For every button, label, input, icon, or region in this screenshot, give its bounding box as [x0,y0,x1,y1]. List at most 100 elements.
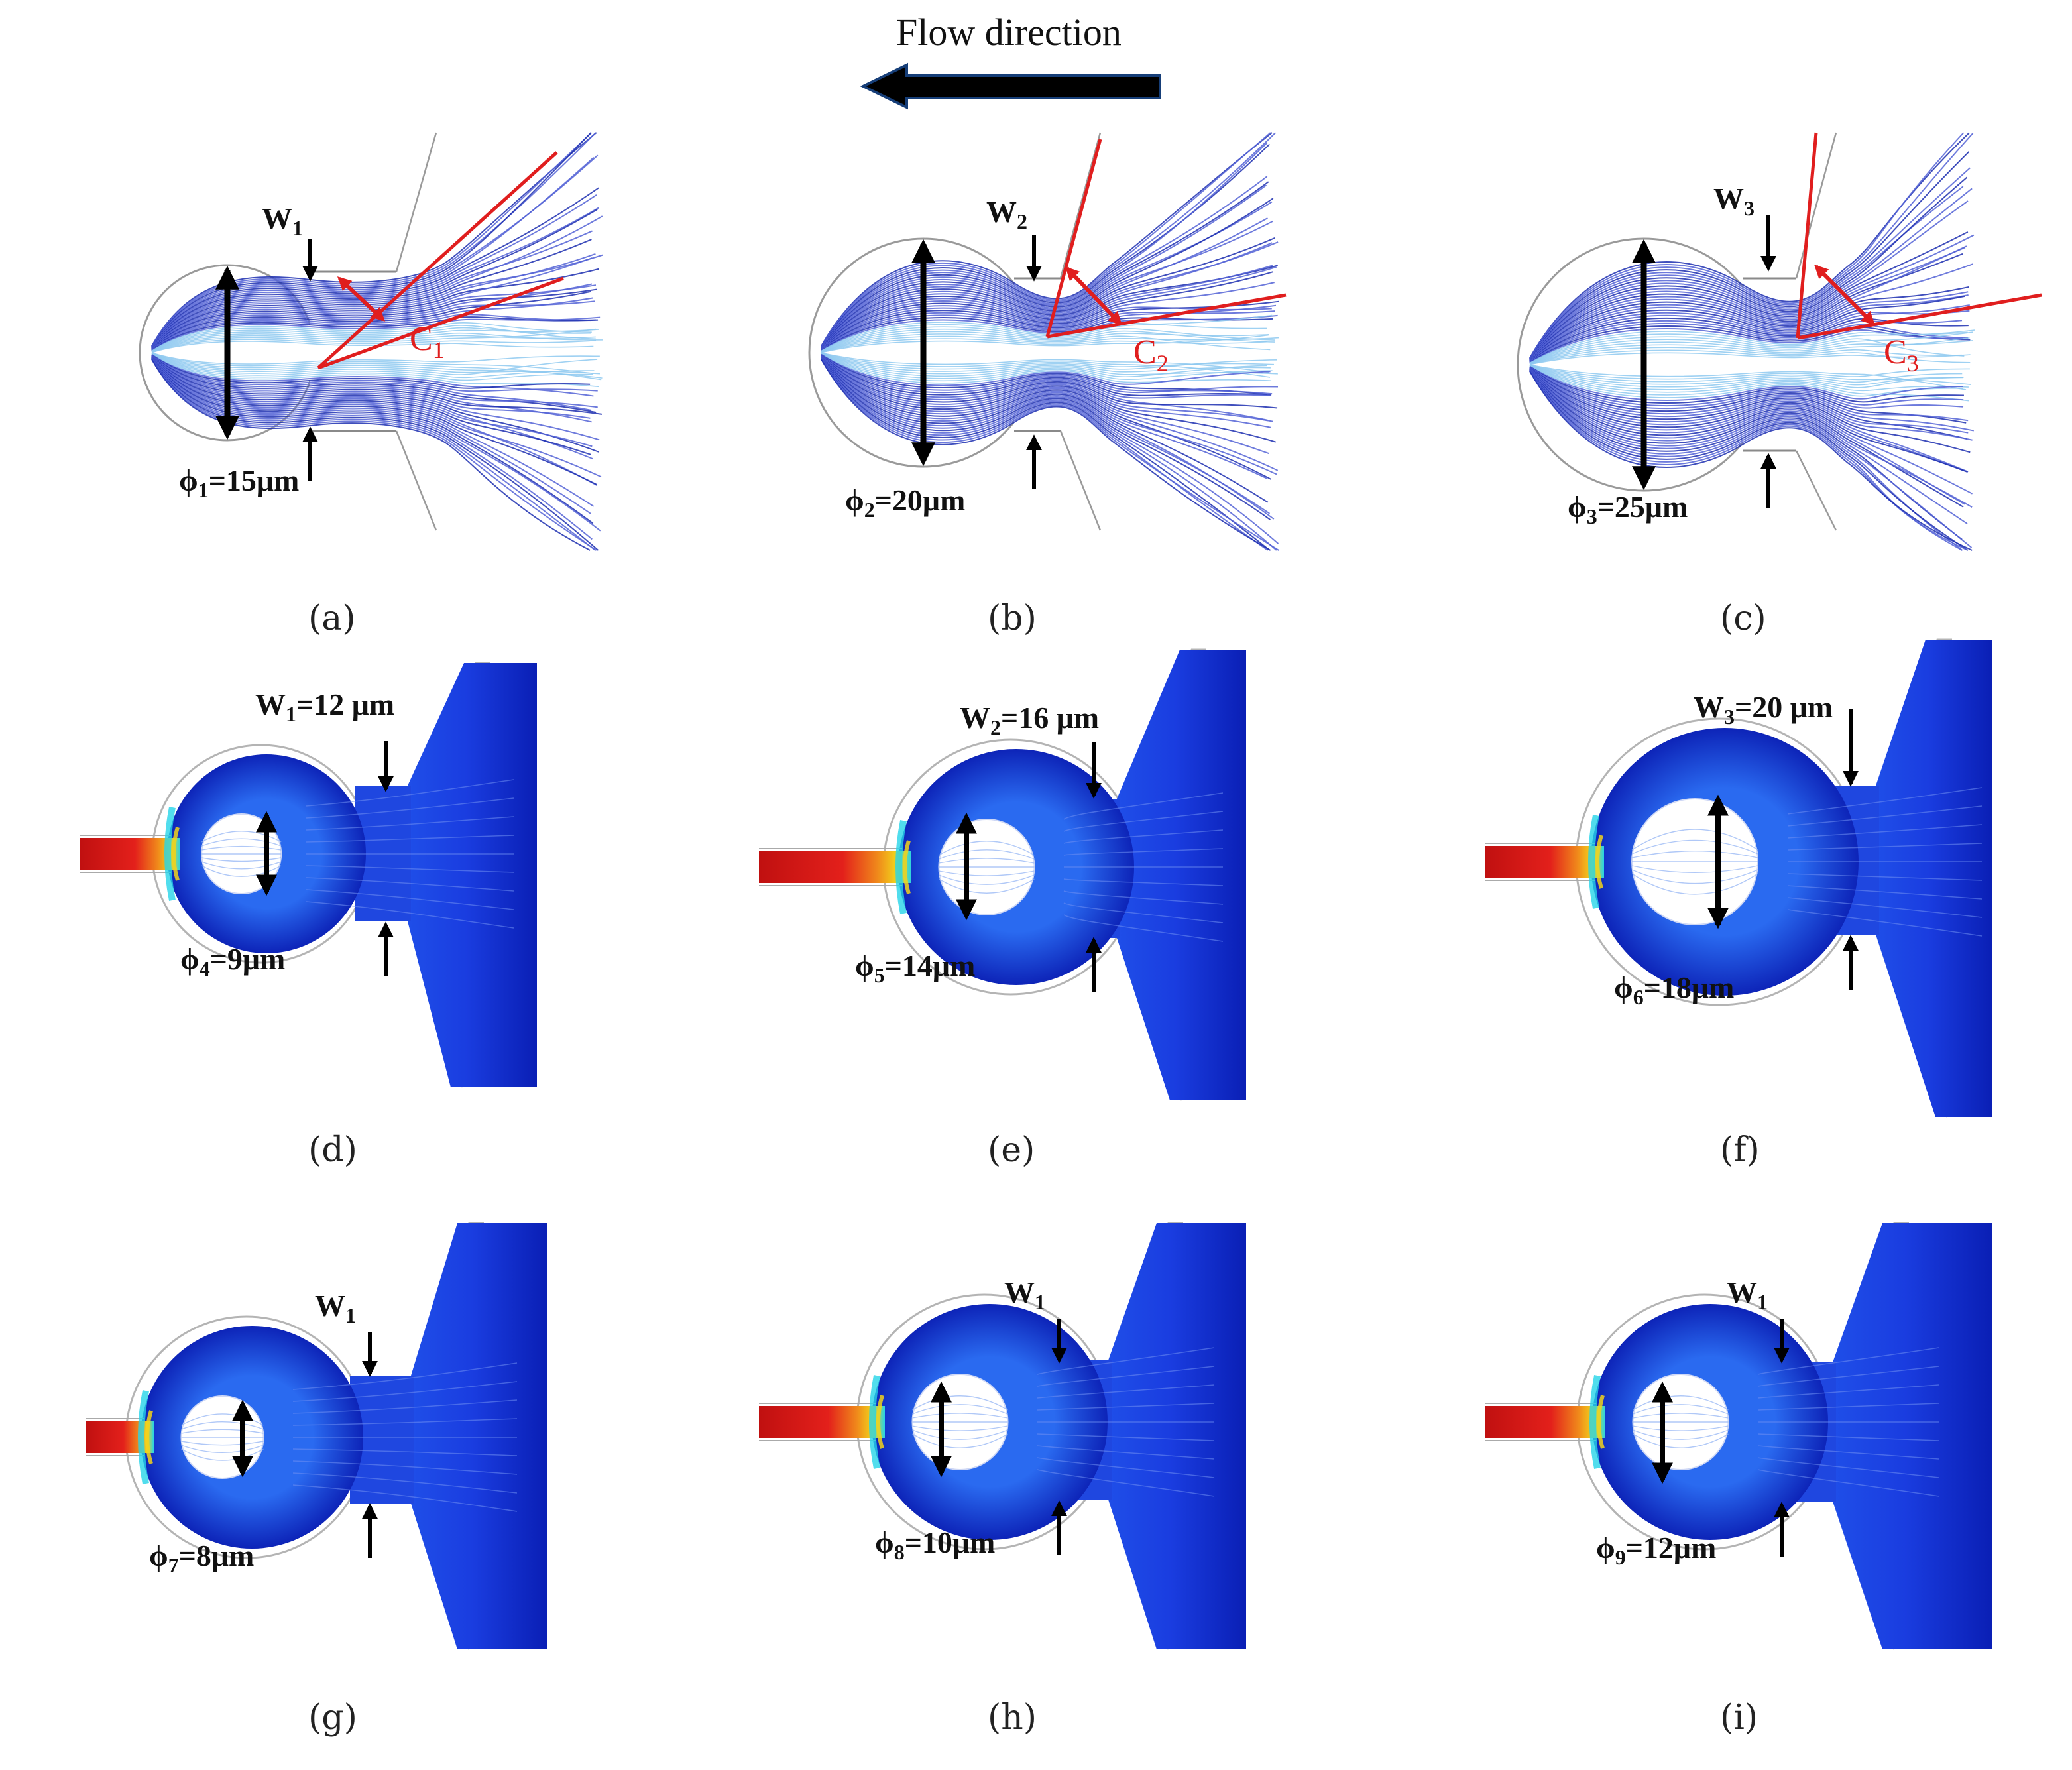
streamline [1529,365,1963,390]
field-streamline [1787,873,1983,881]
streamline [1529,340,1974,365]
angle-label: C3 [1884,333,1919,377]
angle-arrow [337,276,386,322]
streamline [821,316,1273,351]
field-streamline [1037,1469,1215,1497]
panel-label: (f) [1720,1130,1760,1170]
inlet-jet [759,851,911,883]
streamline [1529,366,1964,410]
streamline [821,331,1269,353]
streamline [1529,322,1969,363]
streamline [1529,364,1970,380]
streamline [821,184,1267,348]
obstacle-streamline [1633,1395,1729,1411]
streamline [1529,291,1969,362]
streamline [821,357,1268,479]
cone-bottom-edge [1059,430,1102,531]
obstacle-streamline [939,858,1035,864]
panel-label: (a) [308,599,356,638]
outlet-field [1833,1223,1992,1649]
inlet-jet [1392,351,1525,378]
streamline [1529,234,1975,361]
obstacle-streamlines [1633,1395,1729,1448]
streamline [1529,186,1964,359]
obstacle-streamline [939,874,1035,885]
inlet-jet [759,1406,885,1438]
field-streamline [1757,1366,1939,1387]
streamline [821,358,1271,551]
streamline [1529,337,1970,365]
width-label: W1 [315,1289,356,1327]
width-label: W2 [986,195,1027,233]
streamline [1529,336,1965,364]
obstacle-streamline [181,1421,264,1430]
streamline [821,352,1275,370]
streamline [1529,247,1966,361]
diameter-label: ϕ7=8μm [149,1539,254,1577]
width-label: W1 [1004,1275,1045,1314]
streamline [1529,367,1967,440]
panel-label: (b) [988,599,1037,638]
field-streamline [1787,897,1983,918]
streamline [821,357,1275,520]
field-streamline [1757,1347,1939,1375]
streamline [821,357,1269,503]
streamline [1529,370,1969,551]
width-label: W1 [1727,1275,1768,1314]
streamline [821,355,1276,443]
streamline [1529,294,1969,362]
field-streamline [1063,914,1224,942]
angle-line-lower [1797,293,2042,340]
streamline [1529,368,1968,473]
inlet-jet [1485,1406,1605,1438]
streamline [821,201,1273,348]
field-streamline [292,1362,518,1390]
panels-layer: C1W1ϕ1=15μm(a)C2W2ϕ2=20μm(b)C3W3ϕ3=25μm(… [20,132,2042,1738]
streamline [821,355,1268,421]
streamline [1529,200,1969,360]
field-streamline [292,1484,518,1512]
field-streamline [1757,1457,1939,1478]
streamline [1529,331,1968,364]
streamline [821,353,1272,384]
streamline [1529,367,1969,422]
streamline [1529,325,1971,363]
streamline [1529,317,1969,363]
streamline [1529,369,1965,505]
obstacle-streamline [912,1433,1008,1448]
field-streamlines [1787,787,1983,937]
streamline [821,355,1273,422]
obstacle-streamline [912,1429,1008,1440]
angle-line-lower [1047,293,1287,339]
obstacle-streamline [912,1413,1008,1419]
streamline [1529,329,1975,364]
streamline [821,353,1278,377]
diameter-label: ϕ5=14μm [855,949,975,987]
field-streamline [292,1448,518,1456]
field-streamline [1757,1403,1939,1411]
streamline [821,271,1274,350]
field-streamline [1787,805,1983,827]
angle-line-upper [1045,139,1102,337]
streamline [821,266,1277,350]
streamline [1529,328,1963,364]
streamline [1529,352,1971,365]
streamline [821,265,1273,350]
field-streamline [1037,1347,1215,1375]
streamlines [1529,132,1975,551]
streamline [821,352,1269,373]
streamline [1529,151,1970,359]
obstacle-streamline [1631,851,1758,858]
streamline [1529,167,1971,359]
field-streamline [1037,1433,1215,1441]
streamline [1529,368,1964,471]
streamline [1529,369,1973,508]
inlet-splash [138,1390,149,1484]
streamline [1529,245,1967,361]
field-streamline [1787,824,1983,839]
field-streamline [1037,1445,1215,1460]
field-streamline [1063,890,1224,905]
